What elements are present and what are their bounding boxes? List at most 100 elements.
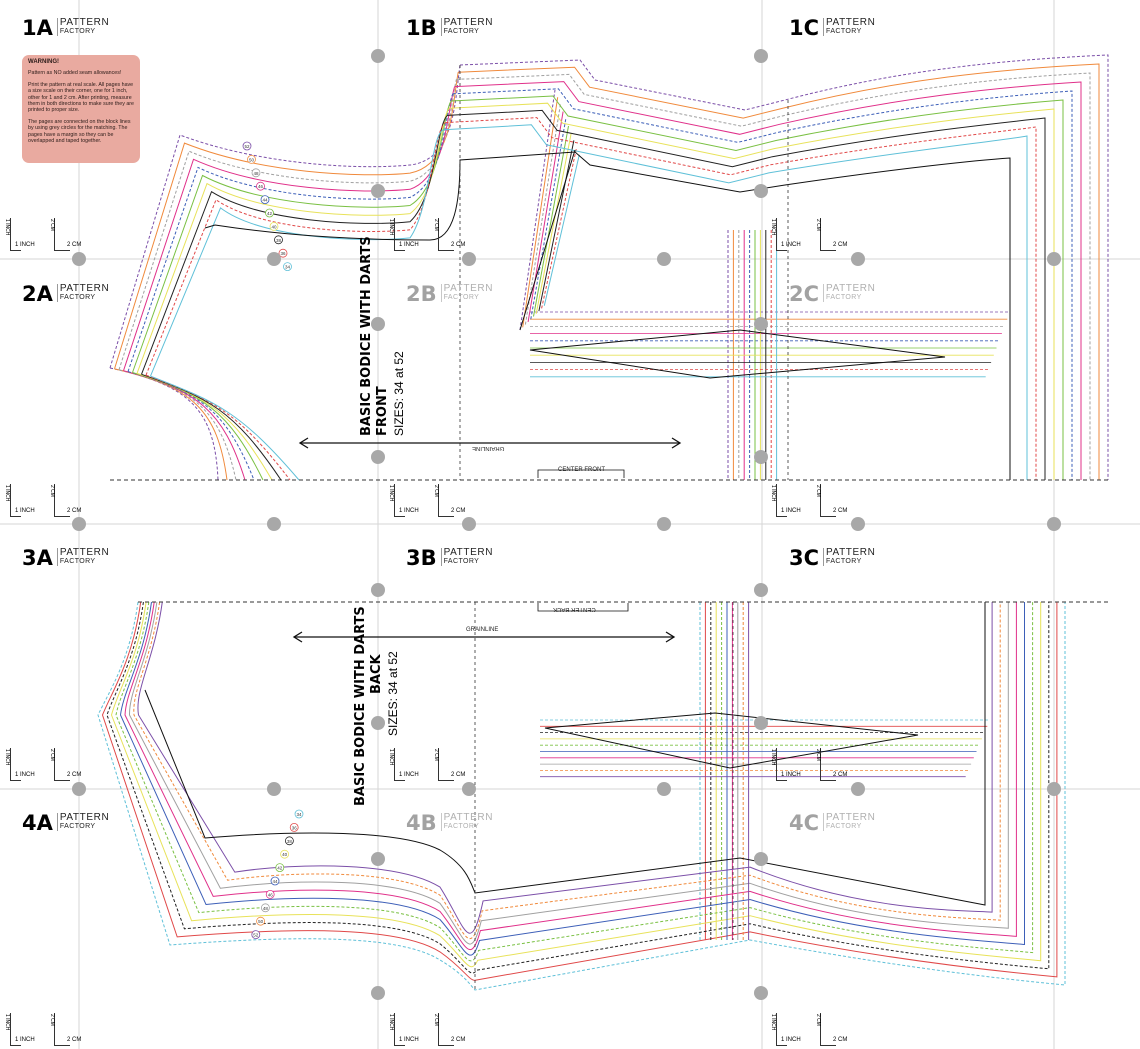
cm-bracket bbox=[820, 748, 836, 781]
inch-vertical-label: 1 INCH bbox=[770, 219, 776, 236]
front-dart-line bbox=[530, 118, 567, 320]
matching-circle bbox=[754, 583, 768, 597]
size-marker-circle bbox=[265, 890, 275, 899]
warning-text: Print the pattern at real scale. All pag… bbox=[28, 81, 134, 114]
cm-vertical-label: 2 CM bbox=[49, 219, 55, 231]
back-bodice-piece bbox=[97, 601, 1108, 991]
size-marker-circle bbox=[242, 141, 252, 151]
cm-bracket bbox=[438, 218, 454, 251]
cm-vertical-label: 2 CM bbox=[49, 749, 55, 761]
back-dart-outline bbox=[544, 712, 919, 769]
size-marker-circle bbox=[289, 823, 299, 832]
cm-bracket bbox=[438, 748, 454, 781]
warning-text: Pattern as NO added seam allowances! bbox=[28, 70, 122, 77]
grainline-arrowhead bbox=[665, 631, 676, 643]
inch-label: 1 INCH bbox=[15, 1037, 35, 1043]
back-piece-title: BASIC BODICE WITH DARTS BACK SIZES: 34 a… bbox=[353, 606, 401, 806]
size-marker-circle bbox=[294, 809, 304, 819]
center-back-bracket bbox=[537, 603, 629, 612]
back-sizes: SIZES: 34 at 52 bbox=[386, 651, 400, 736]
front-grainline-arrow bbox=[298, 437, 682, 449]
front-shoulder-side-line bbox=[443, 124, 1028, 480]
size-marker-circle bbox=[256, 916, 266, 926]
size-marker-label: 36 bbox=[280, 251, 286, 256]
front-piece-title: BASIC BODICE WITH DARTS FRONT SIZES: 34 … bbox=[359, 236, 407, 436]
inch-label: 1 INCH bbox=[781, 242, 801, 248]
size-marker-label: 50 bbox=[258, 919, 264, 924]
back-outline-line bbox=[106, 601, 1050, 974]
front-dart-line bbox=[543, 154, 580, 306]
size-marker-circle bbox=[260, 903, 270, 913]
page-code: 2B bbox=[406, 282, 437, 306]
matching-circle bbox=[72, 517, 86, 531]
matching-circle bbox=[754, 986, 768, 1000]
page-code: 4B bbox=[406, 811, 437, 835]
front-dart-line bbox=[524, 104, 561, 325]
size-marker-circle bbox=[274, 235, 283, 245]
matching-circle bbox=[462, 782, 476, 796]
front-armhole-line bbox=[109, 64, 461, 369]
matching-circle bbox=[371, 583, 385, 597]
inch-bracket bbox=[394, 218, 405, 251]
front-dart-line bbox=[541, 147, 578, 309]
size-marker-circle bbox=[278, 248, 288, 258]
grainline-arrowhead bbox=[671, 437, 682, 449]
cm-label: 2 CM bbox=[67, 772, 82, 778]
warning-box: WARNING! Pattern as NO added seam allowa… bbox=[22, 55, 140, 163]
inch-bracket bbox=[394, 1013, 405, 1046]
front-lower-curve bbox=[118, 369, 237, 481]
cm-vertical-label: 2 CM bbox=[433, 485, 439, 497]
inch-bracket bbox=[10, 484, 21, 517]
back-grainline-arrow bbox=[292, 631, 676, 643]
back-outline-line bbox=[124, 601, 1017, 951]
matching-circle bbox=[371, 49, 385, 63]
back-outline-line bbox=[101, 601, 1058, 981]
matching-circle bbox=[1047, 517, 1061, 531]
back-subtitle: BACK bbox=[369, 654, 384, 694]
matching-circle bbox=[657, 782, 671, 796]
size-marker-circle bbox=[275, 863, 285, 872]
inch-label: 1 INCH bbox=[399, 242, 419, 248]
size-marker-label: 44 bbox=[272, 879, 278, 884]
cm-label: 2 CM bbox=[833, 242, 848, 248]
inch-vertical-label: 1 INCH bbox=[770, 749, 776, 766]
page-code: 2C bbox=[789, 282, 820, 306]
cm-vertical-label: 2 CM bbox=[815, 749, 821, 761]
size-marker-circle bbox=[260, 195, 270, 205]
size-marker-circle bbox=[269, 221, 279, 231]
front-title: BASIC BODICE WITH DARTS bbox=[359, 236, 374, 436]
size-marker-label: 36 bbox=[292, 825, 298, 830]
cm-label: 2 CM bbox=[833, 772, 848, 778]
inch-label: 1 INCH bbox=[399, 772, 419, 778]
inch-vertical-label: 1 INCH bbox=[4, 749, 10, 766]
grainline-arrowhead bbox=[292, 631, 303, 643]
front-armhole-line bbox=[114, 72, 459, 370]
front-grainline-label: GRAINLINE bbox=[472, 445, 505, 451]
inch-label: 1 INCH bbox=[15, 772, 35, 778]
front-shoulder-side-line bbox=[450, 95, 1064, 480]
cm-vertical-label: 2 CM bbox=[815, 485, 821, 497]
front-lower-curve bbox=[123, 370, 246, 481]
front-dart-line bbox=[533, 125, 569, 317]
cm-vertical-label: 2 CM bbox=[433, 1014, 439, 1026]
inch-vertical-label: 1 INCH bbox=[388, 749, 394, 766]
matching-circle bbox=[851, 517, 865, 531]
back-outline-line bbox=[110, 601, 1042, 968]
inch-vertical-label: 1 INCH bbox=[770, 485, 776, 502]
